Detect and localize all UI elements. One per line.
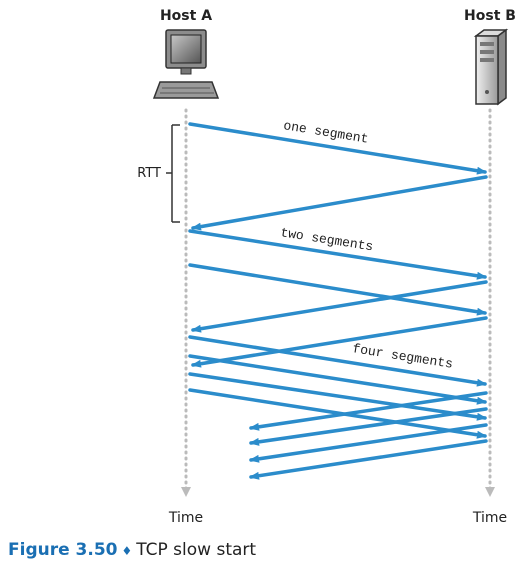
segment-arrow bbox=[188, 229, 487, 280]
segment-arrows bbox=[188, 122, 488, 480]
diamond-separator-icon: ♦ bbox=[121, 544, 133, 558]
segment-arrow bbox=[188, 263, 487, 316]
figure-caption-text: TCP slow start bbox=[136, 540, 257, 560]
segment-arrow bbox=[188, 354, 487, 405]
segment-arrow bbox=[188, 372, 487, 421]
segment-label-two: two segments bbox=[279, 225, 374, 254]
time-label-host-b: Time bbox=[472, 510, 507, 526]
ack-arrow bbox=[249, 391, 488, 431]
figure-number: Figure 3.50 bbox=[8, 540, 118, 560]
segment-arrow bbox=[188, 122, 487, 175]
figure-caption: Figure 3.50♦TCP slow start bbox=[8, 540, 256, 560]
host-a-label: Host A bbox=[160, 8, 212, 24]
segment-arrow bbox=[188, 335, 487, 387]
segment-arrow bbox=[188, 388, 487, 439]
desktop-computer-icon bbox=[152, 29, 220, 99]
rtt-bracket bbox=[166, 124, 180, 223]
ack-arrow bbox=[249, 439, 488, 480]
server-tower-icon bbox=[473, 28, 509, 106]
rtt-label: RTT bbox=[137, 166, 161, 181]
host-b-label: Host B bbox=[464, 8, 516, 24]
ack-arrow bbox=[249, 423, 488, 463]
tcp-slow-start-diagram: Host A Host B Time Time RTT bbox=[137, 8, 516, 526]
segment-label-four: four segments bbox=[351, 341, 454, 372]
ack-arrow bbox=[191, 175, 488, 231]
time-label-host-a: Time bbox=[168, 510, 203, 526]
ack-arrow bbox=[191, 316, 488, 368]
ack-arrow bbox=[191, 280, 488, 333]
ack-arrow bbox=[249, 407, 488, 446]
